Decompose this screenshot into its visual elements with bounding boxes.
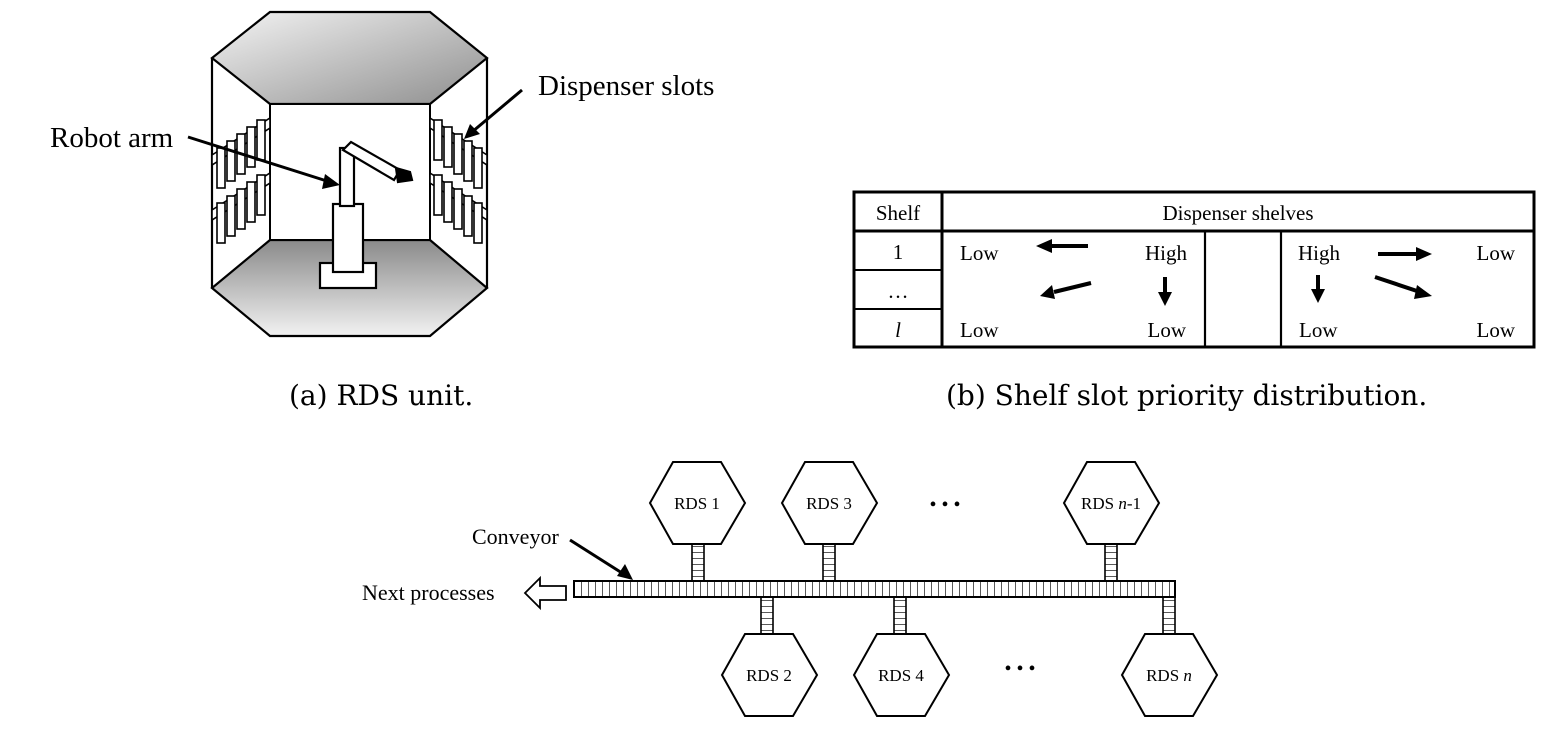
rds-2-label: RDS 2 [746,666,792,685]
robot-arm-label: Robot arm [50,122,174,154]
left-top-right: High [1145,241,1188,265]
shelf-row-1: 1 [893,240,904,264]
ellipsis-bottom: • • • [1004,658,1035,680]
left-block-arrows [1036,239,1172,306]
rds-n-label: RDS n [1146,666,1192,685]
right-top-right: Low [1477,241,1516,265]
next-processes-arrow [523,575,567,611]
left-top-left: Low [960,241,999,265]
conveyor-label: Conveyor [472,524,559,549]
rds-2-hex [720,633,819,717]
rds-3-label: RDS 3 [806,494,852,513]
conveyor-layout [523,461,1219,717]
left-shelves [211,116,271,244]
shelf-row-l: l [895,318,901,342]
rds-top-face [210,10,489,106]
rds-4-hex [852,633,951,717]
conveyor-belt [573,580,1176,598]
next-processes-label: Next processes [362,580,495,605]
rds-4-label: RDS 4 [878,666,924,685]
left-bottom-left: Low [960,318,999,342]
ellipsis-top: • • • [929,494,960,516]
right-bottom-left: Low [1299,318,1338,342]
rds-n-1-hex [1062,461,1161,545]
rds-1-label: RDS 1 [674,494,720,513]
caption-a: (a) RDS unit. [289,379,473,412]
rds-n-hex [1120,633,1219,717]
right-bottom-right: Low [1477,318,1516,342]
rds-3-hex [780,461,879,545]
right-top-left: High [1298,241,1341,265]
right-shelves [429,116,488,244]
robot-arm [318,140,414,290]
rds-n-1-label: RDS n-1 [1081,494,1141,513]
header-shelf: Shelf [876,201,920,225]
header-dispenser-shelves: Dispenser shelves [1162,201,1313,225]
priority-table [852,190,1536,349]
dispenser-slots-label: Dispenser slots [538,70,714,102]
right-block-arrows [1311,247,1432,303]
shelf-row-ellipsis: … [888,279,909,303]
rds-1-hex [648,461,747,545]
left-bottom-right: Low [1148,318,1187,342]
rds-unit-drawing [187,10,523,338]
caption-b: (b) Shelf slot priority distribution. [946,379,1427,412]
